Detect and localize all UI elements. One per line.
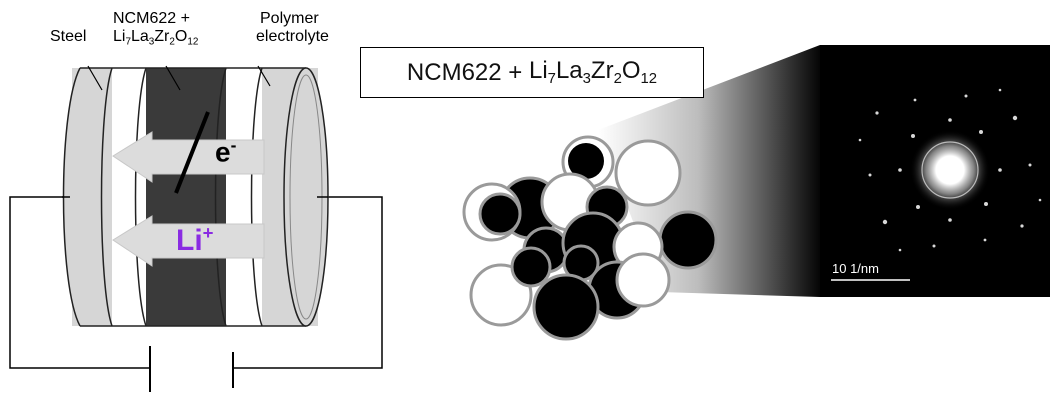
electron-label: e- (215, 135, 237, 169)
formula-subscript: 7 (547, 71, 556, 88)
lithium-arrow (112, 215, 265, 267)
scale-bar-label: 10 1/nm (832, 261, 879, 276)
formula-element: Zr (590, 57, 614, 85)
formula-element: O (621, 57, 641, 85)
particle (478, 192, 522, 236)
electron-arrow (112, 111, 265, 194)
particle (614, 139, 682, 207)
steel-label: Steel (50, 28, 87, 45)
cathode-label-line1: NCM622 + (113, 10, 190, 27)
composite-formula: Li7La3Zr2O12 (529, 57, 657, 87)
battery-cell (62, 65, 329, 327)
lithium-symbol: Li (176, 224, 203, 258)
formula-subscript: 3 (582, 71, 591, 88)
formula-element: Li (113, 28, 126, 46)
particle (510, 246, 552, 288)
formula-element: Zr (154, 28, 170, 46)
circuit-wire (9, 196, 383, 392)
polymer-label-line2: electrolyte (256, 28, 329, 46)
formula-subscript: 3 (148, 36, 155, 48)
polymer-label: Polymer electrolyte (256, 10, 329, 47)
lithium-charge: + (202, 222, 214, 243)
electron-symbol: e (215, 136, 231, 168)
formula-subscript: 2 (613, 71, 622, 88)
particle-cluster (462, 135, 718, 341)
particle (568, 143, 604, 179)
particle (532, 273, 600, 341)
particle (658, 210, 718, 270)
cathode-label: NCM622 + Li7La3Zr2O12 (113, 10, 198, 48)
electron-charge: - (230, 135, 237, 155)
formula-element: La (555, 57, 583, 85)
polymer-label-line1: Polymer (260, 10, 319, 27)
formula-element: O (174, 28, 188, 46)
formula-element: Li (528, 57, 548, 85)
diffraction-pattern-image (820, 45, 1050, 297)
cathode-formula: Li7La3Zr2O12 (113, 28, 198, 48)
composite-formula-prefix: NCM622 + (406, 58, 529, 86)
formula-subscript: 7 (125, 36, 131, 48)
formula-subscript: 12 (640, 71, 658, 88)
formula-subscript: 12 (187, 36, 199, 48)
formula-subscript: 2 (169, 36, 175, 48)
formula-element: La (130, 28, 149, 46)
composite-title-box: NCM622 + Li7La3Zr2O12 (360, 47, 704, 98)
particle (615, 252, 671, 308)
lithium-ion-label: Li+ (176, 222, 214, 259)
